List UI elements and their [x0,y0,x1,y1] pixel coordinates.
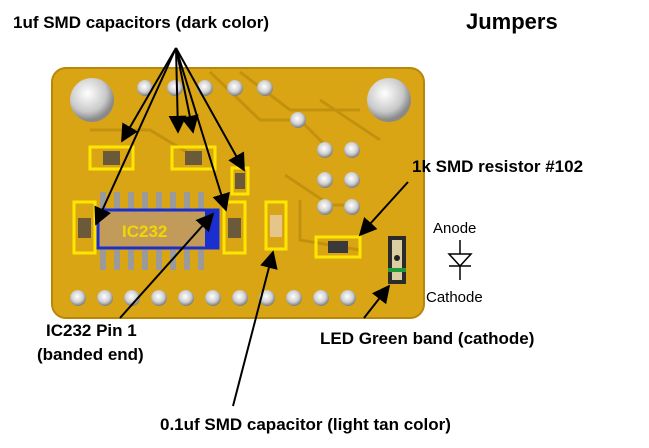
label-01uf-capacitor: 0.1uf SMD capacitor (light tan color) [160,415,451,434]
led-component [388,236,406,284]
component-highlights [72,145,362,259]
led-green-band [388,268,406,272]
ic232-chip: IC232 [96,208,220,250]
label-1k-resistor: 1k SMD resistor #102 [412,157,583,176]
cap-1uf-e [222,200,247,255]
mounting-hole-right [367,78,411,122]
diode-symbol [447,240,473,280]
tan-cap-body [270,215,282,237]
mounting-hole-left [70,78,114,122]
label-anode: Anode [433,220,476,237]
label-cathode: Cathode [426,289,483,306]
cap-1uf-d [72,200,97,255]
label-led-green-band: LED Green band (cathode) [320,329,534,348]
cap-01uf [264,200,288,251]
label-ic-pin1: IC232 Pin 1 [46,321,137,340]
label-1uf-capacitors: 1uf SMD capacitors (dark color) [13,13,269,32]
ic232-label: IC232 [122,222,167,241]
resistor-body [328,241,348,253]
label-jumpers: Jumpers [466,9,558,34]
callout-arrows [94,47,409,407]
cap-1uf-b [170,145,217,171]
label-banded-end: (banded end) [37,345,144,364]
right-pad-grid [317,142,360,215]
cap-1uf-a [88,145,135,171]
capacitor-bodies [78,151,245,238]
resistor-1k [314,235,362,259]
